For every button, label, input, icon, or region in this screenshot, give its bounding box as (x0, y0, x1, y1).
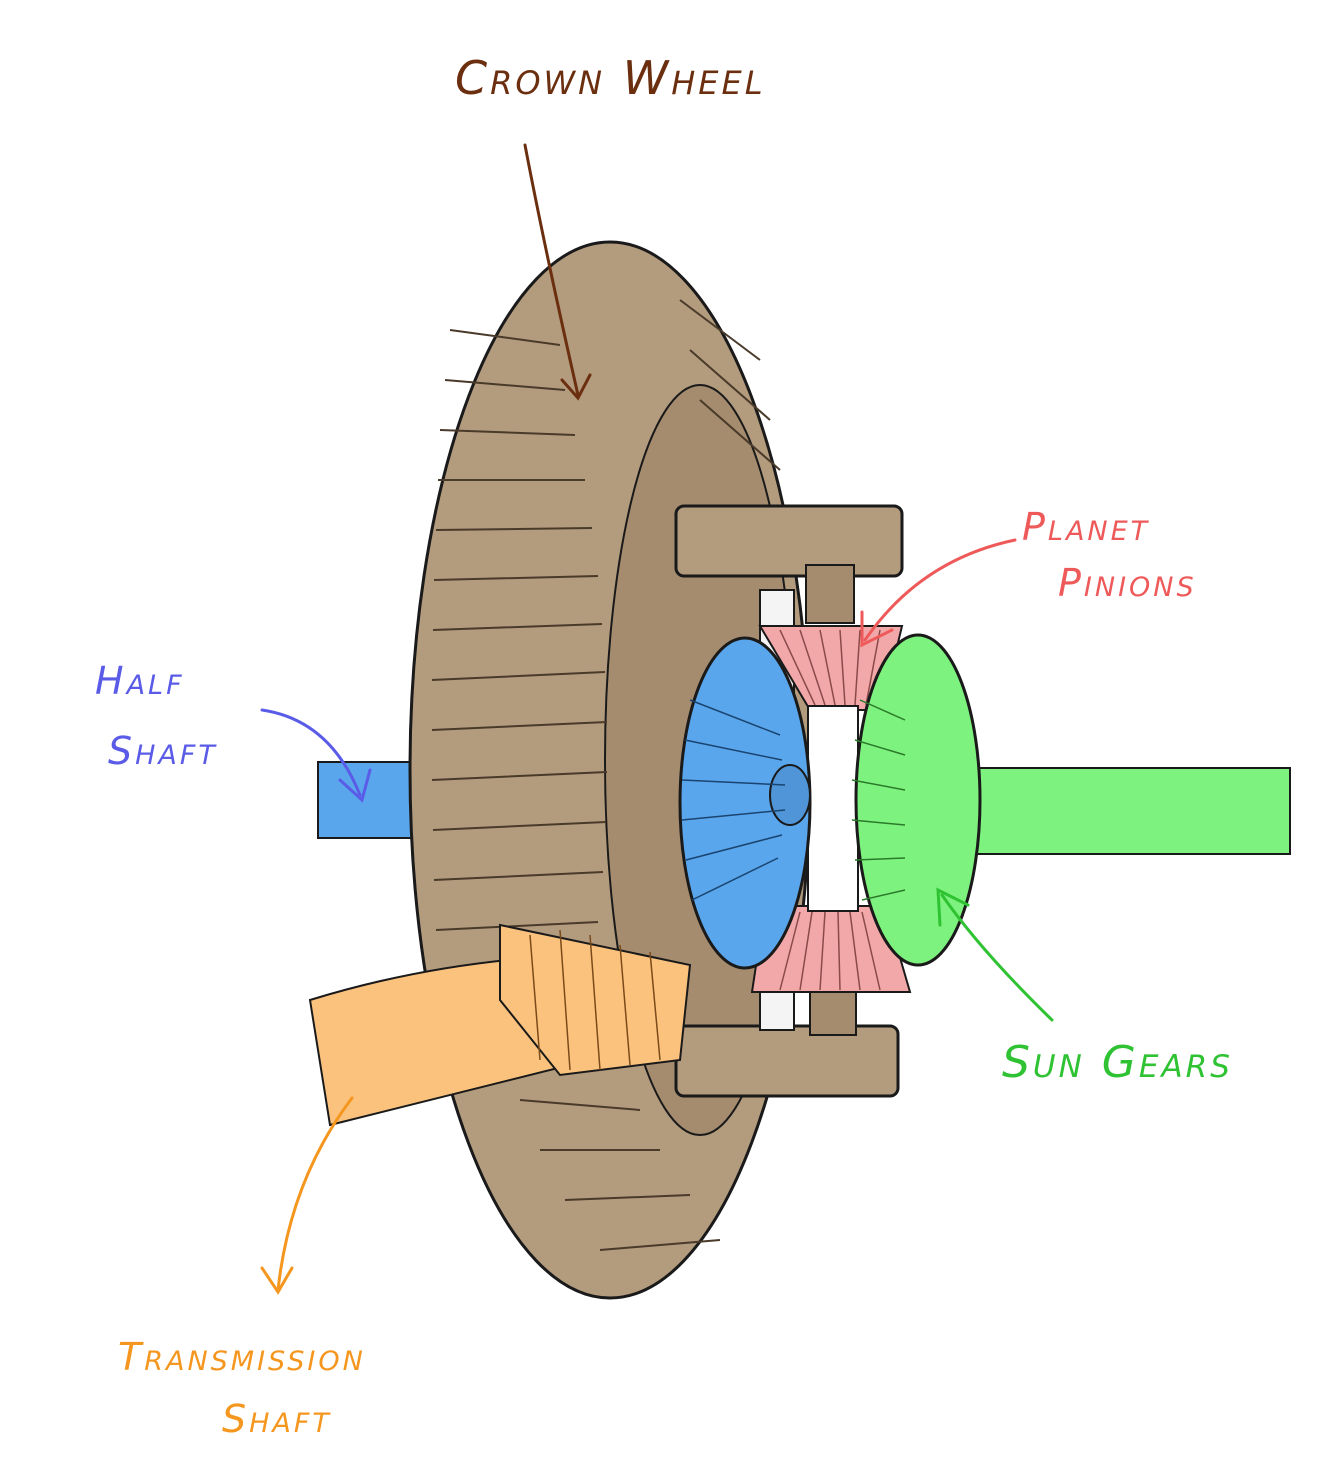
pinion-cross-gap (807, 705, 859, 912)
crown-wheel-arrow (523, 143, 580, 397)
transmission-pinion (499, 923, 692, 1077)
planet-pinions (750, 625, 912, 993)
half-shaft-label-line2: Shaft (108, 729, 218, 773)
planet-pinions-label-line2: Pinions (1058, 561, 1197, 605)
sun-gear-right (851, 633, 982, 967)
half-shaft-label-line1: Half (95, 659, 185, 703)
sun-gears-label: Sun Gears (1002, 1037, 1233, 1088)
planet-pinions-arrow (863, 538, 1017, 642)
transmission-shaft (308, 923, 692, 1127)
planet-pinions-label-line1: Planet (1022, 505, 1151, 549)
crown-wheel-teeth (431, 299, 781, 1251)
transmission-shaft-arrow (276, 1096, 354, 1292)
half-shaft-arrow (260, 708, 362, 797)
crown-wheel-label: Crown Wheel (455, 51, 766, 105)
transmission-shaft-label-line1: Transmission (118, 1335, 366, 1379)
transmission-shaft-label-line2: Shaft (222, 1397, 332, 1441)
label-arrows (260, 143, 1054, 1295)
sun-gear-left (678, 636, 812, 970)
sun-gears-arrow (940, 893, 1054, 1022)
